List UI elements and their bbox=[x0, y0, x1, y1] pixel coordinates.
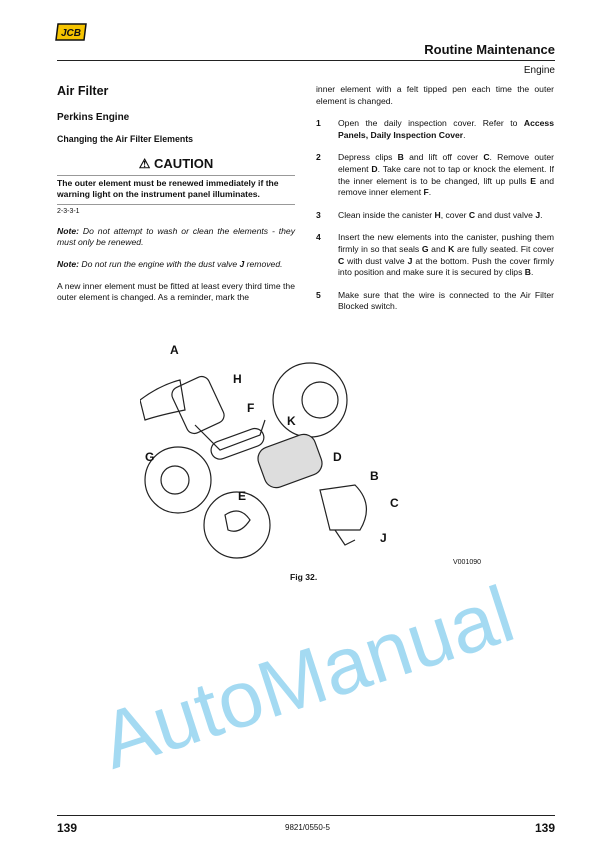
bold-reference: B bbox=[397, 152, 404, 163]
step-text-part: at the bottom. Push the cover firmly int… bbox=[338, 255, 555, 278]
step-number: 2 bbox=[316, 152, 321, 163]
bold-reference: J bbox=[239, 258, 245, 269]
step-text-part: . bbox=[540, 209, 543, 220]
bold-reference: E bbox=[530, 175, 536, 186]
right-column: inner element with a felt tipped pen eac… bbox=[316, 84, 554, 313]
label-c: C bbox=[390, 496, 399, 510]
header-rule bbox=[57, 60, 555, 61]
footer-rule bbox=[57, 815, 555, 816]
step-text-part: . Take care not to tap or knock the elem… bbox=[338, 163, 554, 186]
note-text: removed. bbox=[244, 258, 283, 269]
step-text-part: Depress clips bbox=[338, 152, 398, 163]
warning-icon: ⚠ bbox=[138, 155, 151, 171]
procedure-step: 1 Open the daily inspection cover. Refer … bbox=[316, 118, 554, 141]
header-title: Routine Maintenance bbox=[424, 42, 555, 57]
air-filter-illustration bbox=[140, 362, 367, 559]
step-text-part: Clean inside the canister bbox=[338, 209, 435, 220]
step-text: Clean inside the canister H, cover C and… bbox=[338, 210, 554, 222]
svg-text:JCB: JCB bbox=[61, 28, 81, 39]
step-text-part: and lift off cover bbox=[403, 152, 484, 163]
bold-reference: J bbox=[407, 255, 413, 266]
step-text: Insert the new elements into the caniste… bbox=[338, 232, 554, 278]
bold-reference: D bbox=[371, 163, 378, 174]
jcb-logo: JCB bbox=[55, 22, 87, 42]
bold-reference: G bbox=[421, 243, 429, 254]
step-text-part: and dust valve bbox=[475, 209, 536, 220]
caution-text: The outer element must be renewed immedi… bbox=[57, 174, 295, 205]
procedure-step: 2 Depress clips B and lift off cover C. R… bbox=[316, 152, 554, 198]
note-text: Do not run the engine with the dust valv… bbox=[78, 258, 240, 269]
label-j: J bbox=[380, 531, 387, 545]
label-g: G bbox=[145, 450, 155, 464]
bold-reference: H bbox=[434, 209, 441, 220]
note-label: Note: bbox=[57, 258, 79, 269]
paragraph-continued: inner element with a felt tipped pen eac… bbox=[316, 84, 554, 106]
procedure-step: 5 Make sure that the wire is connected to… bbox=[316, 290, 554, 313]
step-text-part: . bbox=[463, 129, 466, 140]
bold-reference: B bbox=[524, 267, 531, 278]
section-title: Air Filter bbox=[57, 84, 109, 98]
step-number: 3 bbox=[316, 209, 321, 220]
label-k: K bbox=[287, 414, 296, 428]
step-text-part: Make sure that the wire is connected to … bbox=[338, 289, 554, 312]
note-label: Note: bbox=[57, 225, 79, 236]
label-f: F bbox=[247, 401, 255, 415]
left-column: Air Filter Perkins Engine Changing the A… bbox=[57, 84, 295, 304]
label-h: H bbox=[233, 372, 242, 386]
procedure-heading: Changing the Air Filter Elements bbox=[57, 134, 194, 144]
bold-reference: K bbox=[448, 243, 455, 254]
caution-heading: ⚠ CAUTION bbox=[57, 156, 295, 172]
paragraph-inner-element: A new inner element must be fitted at le… bbox=[57, 280, 295, 303]
step-text: Open the daily inspection cover. Refer t… bbox=[338, 118, 554, 141]
step-number: 5 bbox=[316, 289, 321, 300]
step-number: 1 bbox=[316, 118, 321, 129]
step-text-part: , cover bbox=[440, 209, 469, 220]
step-text-part: . bbox=[531, 267, 534, 278]
note-1: Note: Do not attempt to wash or clean th… bbox=[57, 226, 295, 249]
figure-caption: Fig 32. bbox=[290, 572, 318, 582]
caution-label: CAUTION bbox=[154, 155, 214, 171]
bold-reference: J bbox=[535, 209, 541, 220]
step-text: Depress clips B and lift off cover C. Re… bbox=[338, 152, 554, 198]
step-text-part: with dust valve bbox=[344, 255, 408, 266]
step-text-part: are fully seated. Fit cover bbox=[454, 243, 554, 254]
label-e: E bbox=[238, 489, 247, 503]
document-number: 9821/0550-5 bbox=[285, 823, 330, 832]
bold-reference: C bbox=[468, 209, 476, 220]
step-text-part: and bbox=[428, 243, 449, 254]
bold-reference: C bbox=[338, 255, 345, 266]
procedure-steps: 1 Open the daily inspection cover. Refer … bbox=[316, 118, 554, 313]
page-number-right: 139 bbox=[534, 821, 555, 835]
procedure-step: 4 Insert the new elements into the canist… bbox=[316, 232, 554, 278]
note-2: Note: Do not run the engine with the dus… bbox=[57, 259, 295, 271]
step-text-part: . Remove outer element bbox=[338, 152, 554, 174]
step-text-part: . bbox=[428, 187, 432, 198]
label-d: D bbox=[333, 450, 342, 464]
bold-reference: F bbox=[423, 187, 429, 198]
figure-code: V001090 bbox=[453, 559, 482, 566]
engine-subtitle: Perkins Engine bbox=[57, 112, 130, 123]
bold-reference: C bbox=[483, 152, 490, 163]
label-a: A bbox=[170, 343, 179, 357]
page-number-left: 139 bbox=[57, 821, 78, 835]
step-number: 4 bbox=[316, 232, 321, 243]
step-text-part: and remove inner element bbox=[338, 175, 554, 198]
procedure-step: 3 Clean inside the canister H, cover C an… bbox=[316, 210, 554, 222]
header-subtitle: Engine bbox=[523, 65, 555, 76]
bold-reference: Access Panels, Daily Inspection Cover bbox=[338, 118, 554, 140]
note-text: Do not attempt to wash or clean the elem… bbox=[57, 225, 295, 248]
watermark: AutoManual bbox=[90, 569, 524, 786]
caution-code: 2-3-3-1 bbox=[57, 207, 80, 215]
label-b: B bbox=[370, 469, 379, 483]
step-text-part: Open the daily inspection cover. Refer t… bbox=[338, 118, 524, 129]
step-text-part: Insert the new elements into the caniste… bbox=[338, 232, 554, 254]
step-text: Make sure that the wire is connected to … bbox=[338, 290, 554, 313]
